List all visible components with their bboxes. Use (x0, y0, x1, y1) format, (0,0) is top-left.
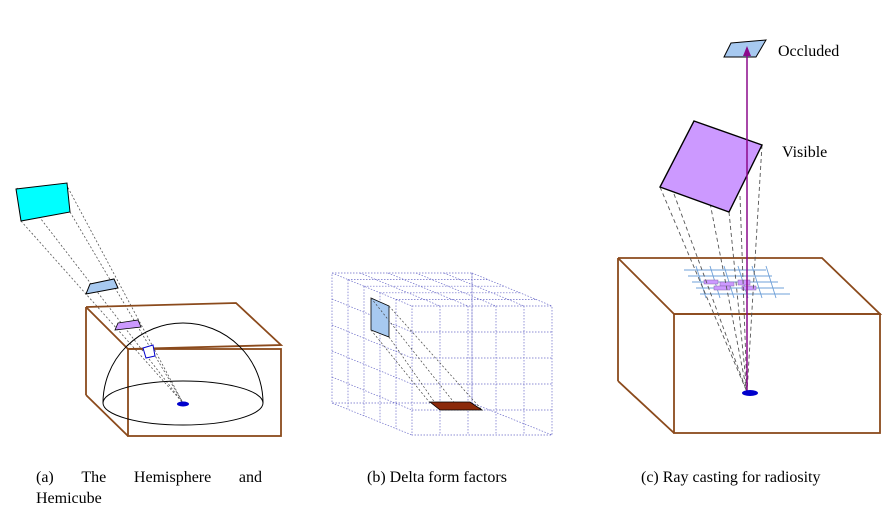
ray-casting-box (617, 257, 883, 434)
patch-projection-lines (370, 297, 483, 411)
caption-b: (b) Delta form factors (367, 469, 507, 486)
projected-patch-on-plane (85, 278, 119, 295)
source-point-c (742, 390, 758, 396)
visibility-rays (659, 120, 763, 393)
label-occluded: Occluded (778, 43, 839, 60)
caption-a-word: (a) (36, 469, 54, 486)
cast-ray (743, 46, 751, 392)
caption-a-word: The (81, 469, 107, 486)
panel-b-delta-form-factors (331, 272, 553, 436)
hemicube-box (85, 302, 284, 437)
cyan-patch (15, 182, 71, 222)
sample-grid (684, 265, 790, 299)
caption-a-line2: Hemicube (36, 490, 102, 507)
hemicube-grid (331, 272, 553, 436)
projection-lines (16, 183, 184, 404)
projected-patch-on-hemisphere (142, 344, 156, 359)
source-point-a (177, 401, 189, 407)
floor-patch (428, 401, 484, 411)
projected-patch-on-cube (114, 319, 142, 331)
hemisphere (102, 322, 264, 426)
caption-a: (a) The Hemisphere and Hemicube (36, 467, 262, 509)
label-visible: Visible (782, 144, 827, 161)
visible-patch (659, 120, 763, 213)
caption-c: (c) Ray casting for radiosity (641, 469, 821, 486)
occluded-patch (723, 39, 767, 58)
caption-a-line1: (a) The Hemisphere and (36, 467, 262, 488)
grid-patches (703, 279, 757, 291)
arrowhead-icon (743, 46, 751, 56)
caption-a-word: Hemisphere (133, 469, 212, 486)
caption-a-word: and (238, 469, 262, 486)
panel-c-ray-casting: Occluded Visible (617, 39, 883, 434)
panel-a-hemisphere-hemicube (15, 182, 284, 437)
